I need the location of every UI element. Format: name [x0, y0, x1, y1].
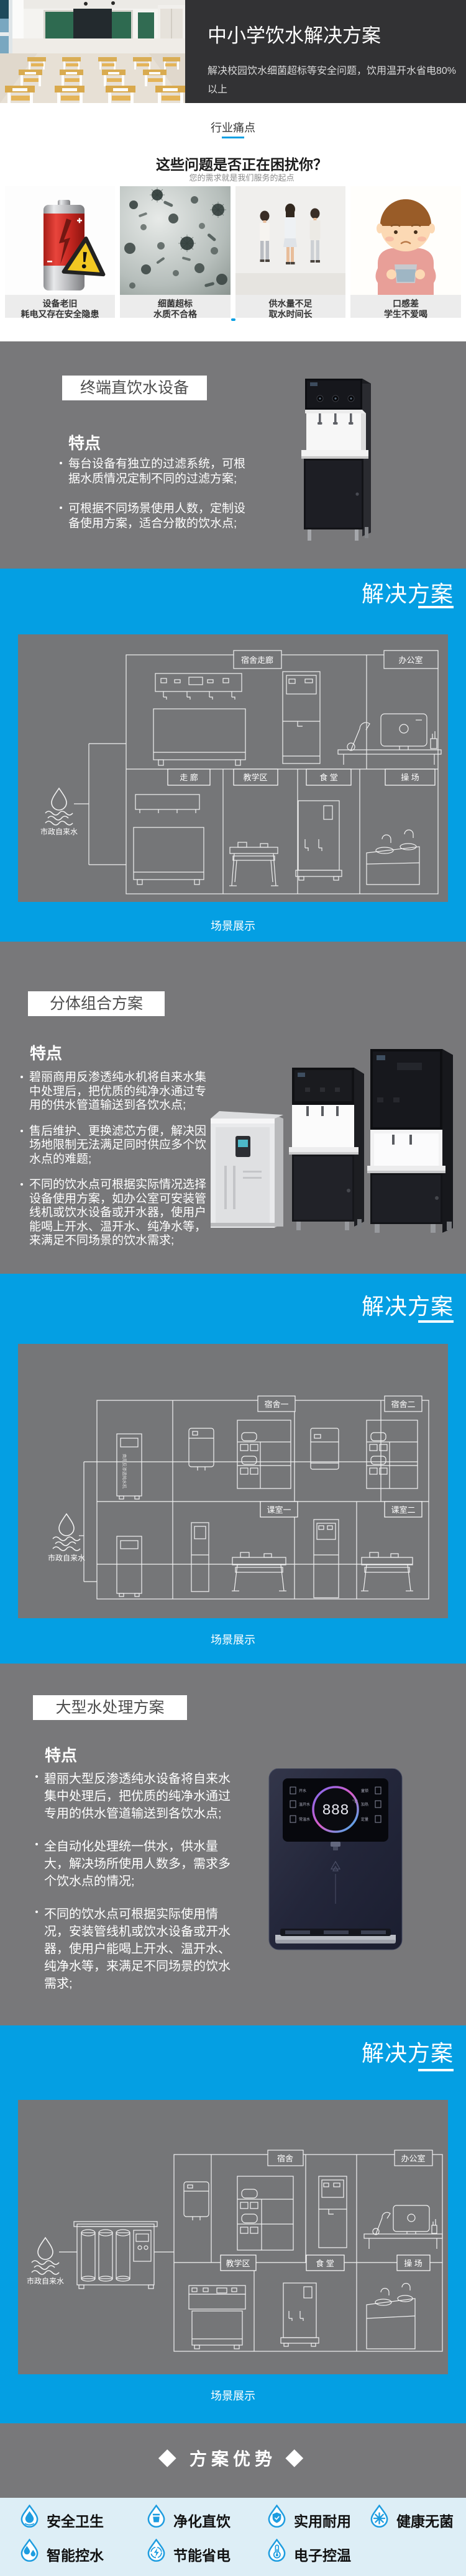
svg-text:办公室: 办公室	[398, 655, 423, 665]
svg-text:童锁: 童锁	[361, 1788, 368, 1793]
svg-text:加热: 加热	[361, 1802, 368, 1807]
svg-text:商用反渗透纯水机: 商用反渗透纯水机	[122, 1454, 127, 1488]
svg-text:教学区: 教学区	[243, 773, 267, 782]
svg-text:教学区: 教学区	[226, 2259, 250, 2268]
svg-text:开水: 开水	[299, 1788, 306, 1793]
svg-text:常温水: 常温水	[299, 1817, 310, 1822]
svg-text:食 堂: 食 堂	[319, 773, 338, 782]
svg-text:市政自来水: 市政自来水	[27, 2276, 64, 2286]
svg-text:课室二: 课室二	[391, 1505, 415, 1515]
svg-text:温开水: 温开水	[299, 1802, 310, 1807]
svg-text:市政自来水: 市政自来水	[40, 827, 78, 836]
svg-text:宿舍: 宿舍	[277, 2154, 293, 2163]
svg-text:市政自来水: 市政自来水	[48, 1553, 85, 1562]
svg-text:宿舍二: 宿舍二	[391, 1400, 415, 1409]
svg-text:°C: °C	[352, 1799, 358, 1804]
svg-text:办公室: 办公室	[401, 2154, 425, 2163]
svg-text:宿舍一: 宿舍一	[264, 1400, 288, 1409]
svg-text:课室一: 课室一	[267, 1505, 291, 1515]
svg-text:操 场: 操 场	[401, 773, 419, 782]
svg-text:888: 888	[322, 1803, 349, 1819]
svg-text:走 廊: 走 廊	[180, 773, 198, 782]
svg-text:操 场: 操 场	[404, 2259, 423, 2268]
svg-text:食 堂: 食 堂	[316, 2259, 334, 2268]
svg-text:宿舍走廊: 宿舍走廊	[241, 655, 273, 665]
svg-text:定量: 定量	[361, 1817, 368, 1822]
